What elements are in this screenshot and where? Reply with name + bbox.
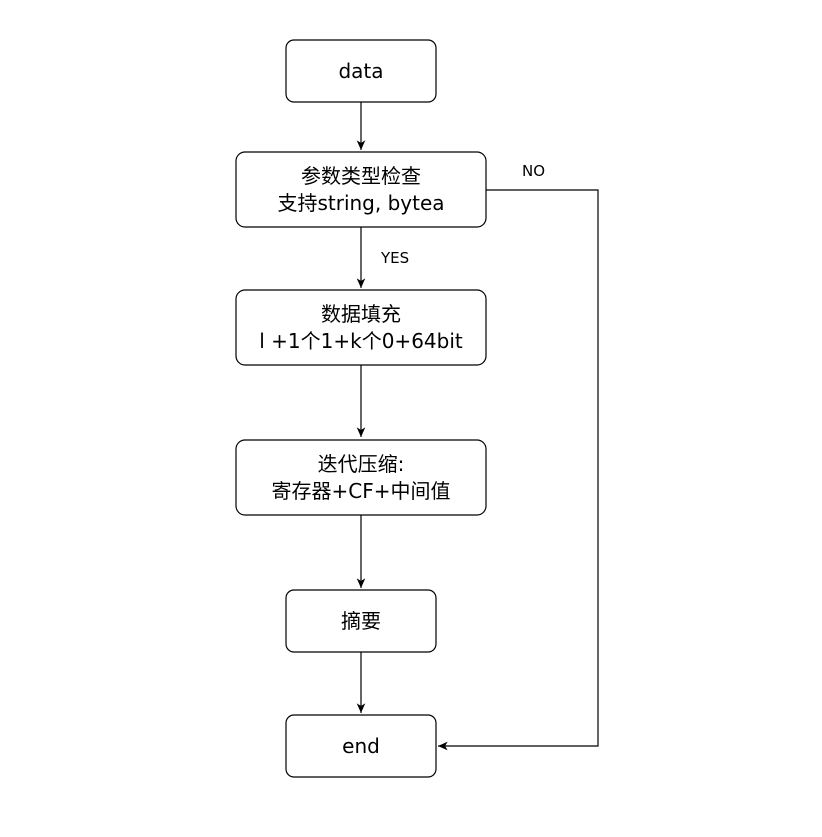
edge-label-no: NO [522, 162, 545, 180]
edge-label-yes: YES [380, 249, 409, 267]
node-data: data [285, 39, 437, 103]
node-digest-label: 摘要 [341, 609, 381, 633]
node-type-check: 参数类型检查 支持string, bytea [235, 151, 487, 228]
node-padding: 数据填充 l +1个1+k个0+64bit [235, 289, 487, 366]
node-padding-line-1: 数据填充 [321, 302, 401, 326]
node-digest: 摘要 [285, 589, 437, 653]
node-end-label: end [342, 734, 380, 758]
node-compress: 迭代压缩: 寄存器+CF+中间值 [235, 439, 487, 516]
node-end: end [285, 714, 437, 778]
node-type-check-line-2: 支持string, bytea [277, 191, 444, 215]
node-compress-line-2: 寄存器+CF+中间值 [272, 479, 451, 503]
node-type-check-line-1: 参数类型检查 [301, 164, 421, 188]
edge-type-check-no-to-end [438, 189, 599, 751]
node-compress-line-1: 迭代压缩: [318, 452, 405, 476]
node-data-label: data [338, 59, 383, 83]
node-padding-line-2: l +1个1+k个0+64bit [259, 329, 463, 353]
